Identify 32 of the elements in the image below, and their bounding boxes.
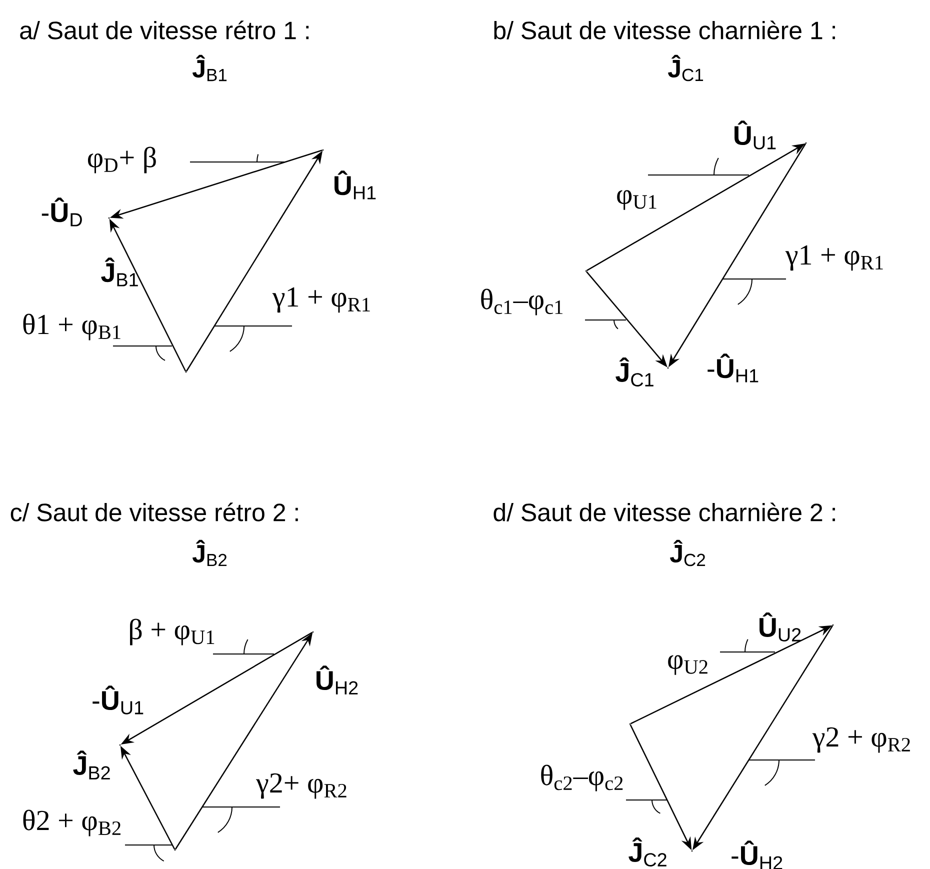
vector-label: Ĵ$_{C1}$	[616, 357, 654, 386]
vector-label: Û$_{U1}$	[734, 120, 776, 150]
angle-label: θ$_{c1}$–φ$_{c1}$	[481, 288, 562, 316]
panel-title: c/ Saut de vitesse rétro 2 :	[10, 502, 298, 522]
angle-label: γ2+ φ$_{R2}$	[256, 773, 346, 799]
panel-title: b/ Saut de vitesse charnière 1 :	[494, 20, 835, 40]
vector-label: Ĵ$_{C2}$	[628, 837, 666, 866]
angle-label: β + φ$_{U1}$	[130, 618, 214, 646]
panel-title: d/ Saut de vitesse charnière 2 :	[494, 502, 835, 522]
angle-label: θ1 + φ$_{B1}$	[23, 314, 120, 340]
angle-label: θ$_{c2}$–φ$_{c2}$	[541, 764, 623, 792]
vector-label: Ĵ$_{B2}$	[73, 750, 110, 780]
vector-label: Û$_{U2}$	[760, 612, 801, 642]
vector-symbol: Ĵ$_{C1}$	[668, 54, 704, 82]
angle-label: θ2 + φ$_{B2}$	[23, 810, 120, 836]
vector-label: Û$_{H2}$	[316, 666, 358, 694]
angle-label: γ1 + φ$_{R1}$	[272, 287, 370, 313]
vector-label: Û$_{H1}$	[334, 170, 376, 200]
vector-label: Ĵ$_{B1}$	[101, 258, 138, 286]
vector-label: -Û$_{H1}$	[708, 354, 758, 382]
vector-label: -Û$_{H2}$	[732, 840, 782, 869]
vector-symbol: Ĵ$_{B2}$	[192, 540, 227, 566]
angle-label: γ2 + φ$_{R2}$	[812, 727, 910, 753]
angle-label: φ$_{D}$+ β	[88, 146, 156, 174]
angle-label: φ$_{U1}$	[617, 190, 656, 210]
panel-title: a/ Saut de vitesse rétro 1 :	[20, 20, 309, 40]
vector-label: -Û$_{D}$	[42, 198, 82, 226]
vector-label: -Û$_{U1}$	[92, 686, 144, 714]
vector-symbol: Ĵ$_{C2}$	[670, 540, 706, 566]
vector-symbol: Ĵ$_{B1}$	[192, 54, 227, 82]
angle-label: γ1 + φ$_{R1}$	[785, 245, 883, 271]
angle-label: φ$_{U2}$	[668, 655, 708, 675]
